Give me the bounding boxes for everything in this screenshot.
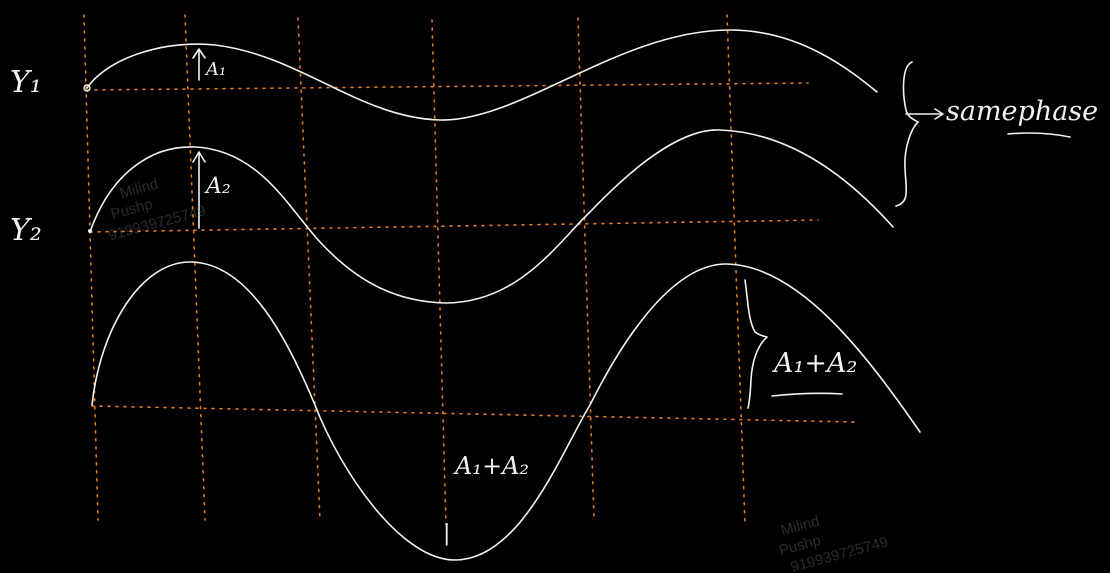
sum-right-underline [771, 392, 843, 397]
label-y1: Y₁ [10, 65, 42, 100]
wave-y2 [89, 129, 894, 304]
grid-vertical-2 [184, 14, 206, 521]
wave-y1-start-point [83, 84, 91, 92]
same-phase-underline [1007, 132, 1071, 138]
wave-y1 [86, 29, 878, 121]
grid-horizontal-y2 [89, 219, 819, 233]
wave-y2-start-point [88, 229, 92, 233]
sum-amplitude-brace [744, 279, 768, 409]
label-same-phase: samephase [946, 96, 1098, 127]
dotted-grid [83, 14, 856, 526]
same-phase-arrow [905, 108, 944, 120]
grid-vertical-4 [431, 19, 447, 526]
label-a1: A₁ [204, 59, 226, 80]
label-y2: Y₂ [10, 213, 42, 248]
label-sum-right: A₁+A₂ [771, 348, 857, 379]
arrow-a1 [192, 48, 206, 81]
grid-vertical-6 [726, 14, 746, 526]
same-phase-brace [895, 61, 919, 207]
grid-vertical-3 [297, 17, 321, 521]
arrow-a2 [192, 151, 206, 229]
grid-vertical-5 [577, 17, 595, 521]
tick-mark: | [443, 521, 450, 546]
wave-resultant [91, 261, 921, 561]
label-a2: A₂ [204, 174, 231, 199]
grid-horizontal-y1 [86, 82, 809, 91]
label-sum-bottom: A₁+A₂ [453, 452, 529, 480]
watermark-bottom-right: Milind Pushp 919939725749 [777, 513, 890, 573]
